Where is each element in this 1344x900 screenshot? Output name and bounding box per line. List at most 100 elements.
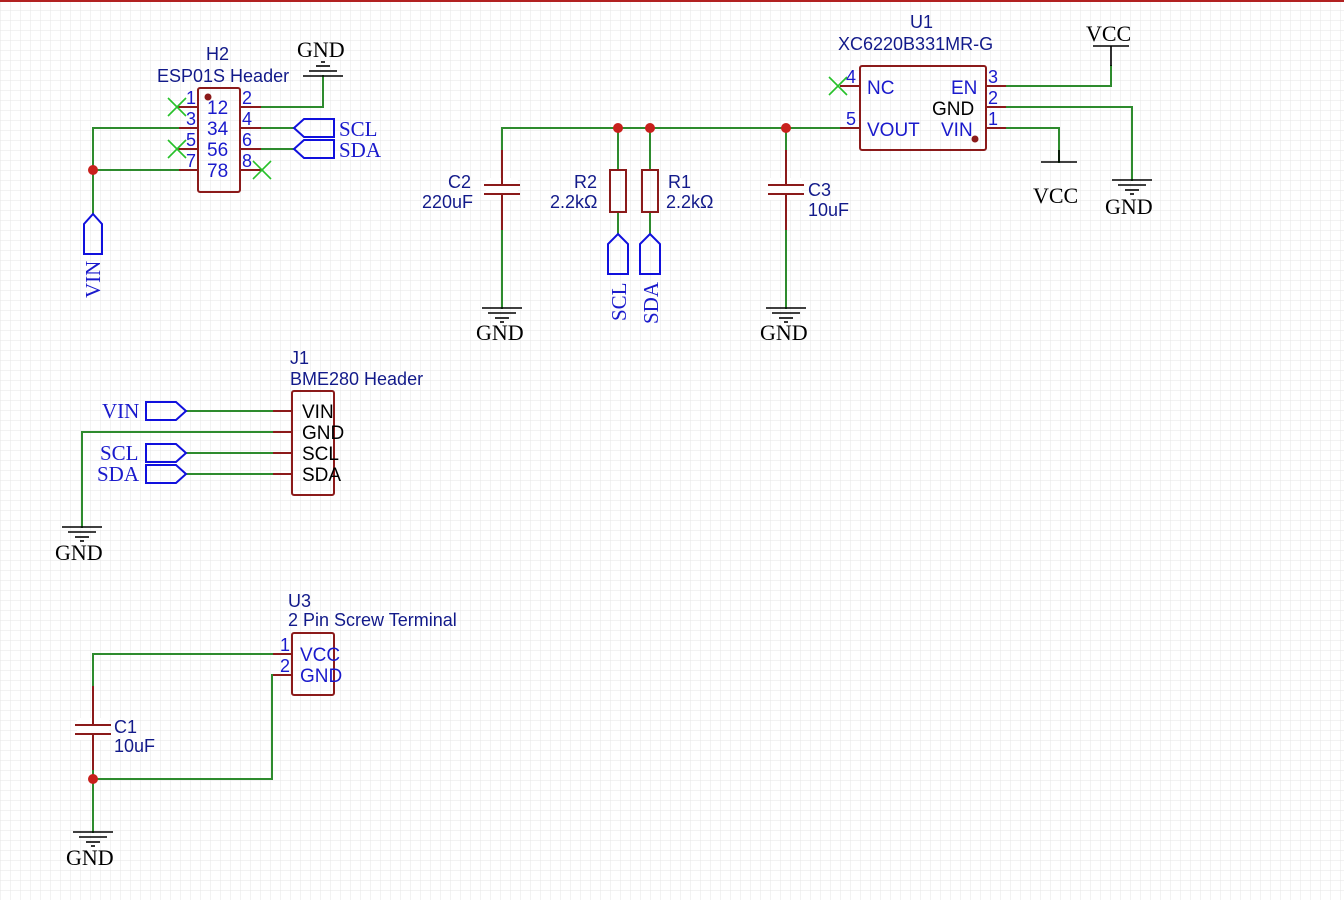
h2-pin-num-6: 6 xyxy=(242,130,252,150)
wire-h2-vin[interactable] xyxy=(92,127,179,215)
h2-row-12: 12 xyxy=(207,98,228,119)
u3-body xyxy=(291,632,335,696)
j1-wires xyxy=(81,410,273,528)
u1-designator: U1 xyxy=(910,12,933,32)
c2-designator: C2 xyxy=(448,172,471,192)
vcc-symbol-vin: VCC xyxy=(1033,150,1078,208)
wire-j1-gnd[interactable] xyxy=(81,431,273,528)
h2-pin-num-3: 3 xyxy=(186,109,196,129)
u1-pin-num-3: 3 xyxy=(988,67,998,87)
gnd-symbol-h2: GND xyxy=(297,37,345,77)
junction-r2 xyxy=(613,123,623,133)
wire-u3-vcc[interactable] xyxy=(92,653,273,687)
gnd-label-u1: GND xyxy=(1105,194,1153,219)
gnd-symbol-j1: GND xyxy=(55,526,103,565)
u3-pin-name-vcc: VCC xyxy=(300,645,340,666)
net-flag-sda-h2[interactable]: SDA xyxy=(292,138,382,162)
h2-pin-num-2: 2 xyxy=(242,88,252,108)
u1-pin-name-en: EN xyxy=(951,78,977,99)
r2-value: 2.2kΩ xyxy=(550,192,597,212)
net-flag-scl-j1-label: SCL xyxy=(100,441,139,465)
junction-c1-gnd xyxy=(88,774,98,784)
net-flag-sda-j1[interactable]: SDA xyxy=(97,462,188,486)
c1-capacitor[interactable]: C1 10uF xyxy=(75,686,155,770)
wire-u3-gnd[interactable] xyxy=(92,674,273,780)
no-connect-u1-nc-icon xyxy=(828,76,848,96)
r2-resistor[interactable]: R2 2.2kΩ xyxy=(550,169,627,213)
vcc-label-en: VCC xyxy=(1086,21,1131,46)
u1-pin-name-vin: VIN xyxy=(941,120,973,141)
c3-designator: C3 xyxy=(808,180,831,200)
h2-row-56: 56 xyxy=(207,140,228,161)
net-flag-scl-j1[interactable]: SCL xyxy=(100,441,188,465)
u1-pin-name-gnd: GND xyxy=(932,99,974,120)
h2-wires xyxy=(88,75,324,215)
j1-bme280-header[interactable]: J1 BME280 Header VIN GND SCL SDA xyxy=(272,348,423,496)
u3-designator: U3 xyxy=(288,591,311,611)
c1-designator: C1 xyxy=(114,717,137,737)
h2-value: ESP01S Header xyxy=(157,66,289,86)
net-flag-vin-j1-label: VIN xyxy=(102,399,139,423)
u3-pin-num-1: 1 xyxy=(280,635,290,655)
h2-pin-num-7: 7 xyxy=(186,151,196,171)
u1-pin1-marker xyxy=(971,135,979,143)
u1-pin-num-5: 5 xyxy=(846,109,856,129)
u1-pin-num-4: 4 xyxy=(846,67,856,87)
net-flag-vin-h2-label: VIN xyxy=(81,261,105,298)
c3-capacitor[interactable]: C3 10uF xyxy=(768,150,849,230)
j1-pin-name-gnd: GND xyxy=(302,423,344,444)
gnd-symbol-c3: GND xyxy=(760,307,808,345)
h2-body xyxy=(197,87,241,193)
j1-pin-name-sda: SDA xyxy=(302,465,341,486)
net-flag-sda-j1-label: SDA xyxy=(97,462,140,486)
r1-designator: R1 xyxy=(668,172,691,192)
h2-pin-num-5: 5 xyxy=(186,130,196,150)
gnd-symbol-c1: GND xyxy=(66,831,114,870)
h2-row-78: 78 xyxy=(207,161,228,182)
gnd-symbol-u1: GND xyxy=(1105,179,1153,219)
h2-no-connect-marks xyxy=(167,97,272,180)
wire-h2-gnd[interactable] xyxy=(261,75,324,108)
u1-regulator[interactable]: U1 XC6220B331MR-G 4 5 3 2 1 NC VOUT EN G… xyxy=(828,12,1006,151)
u3-wires xyxy=(88,653,273,833)
net-flag-vin-j1[interactable]: VIN xyxy=(102,399,188,423)
h2-esp01s-header[interactable]: H2 ESP01S Header 1 3 5 7 2 4 6 8 12 34 5… xyxy=(157,44,289,193)
gnd-label-c1: GND xyxy=(66,845,114,870)
j1-value: BME280 Header xyxy=(290,369,423,389)
net-flag-scl-pullup[interactable]: SCL xyxy=(607,232,631,321)
wire-en-vcc[interactable] xyxy=(1005,65,1112,87)
c2-capacitor[interactable]: C2 220uF xyxy=(422,150,520,230)
h2-pin1-marker xyxy=(204,93,212,101)
u1-value: XC6220B331MR-G xyxy=(838,34,993,54)
u3-screw-terminal[interactable]: U3 2 Pin Screw Terminal 1 2 VCC GND xyxy=(272,591,457,696)
junction-r1 xyxy=(645,123,655,133)
r1-resistor[interactable]: R1 2.2kΩ xyxy=(641,169,713,213)
gnd-symbol-c2: GND xyxy=(476,307,524,345)
u1-pin-name-nc: NC xyxy=(867,78,894,99)
net-flag-scl-h2[interactable]: SCL xyxy=(292,117,378,141)
u3-pin-name-gnd: GND xyxy=(300,666,342,687)
gnd-label-h2: GND xyxy=(297,37,345,62)
j1-designator: J1 xyxy=(290,348,309,368)
gnd-label-j1: GND xyxy=(55,540,103,565)
u3-pin-num-2: 2 xyxy=(280,656,290,676)
no-connect-pin5-icon xyxy=(167,139,187,159)
u1-pin-num-2: 2 xyxy=(988,88,998,108)
r1-value: 2.2kΩ xyxy=(666,192,713,212)
c1-value: 10uF xyxy=(114,736,155,756)
junction-h2-vin xyxy=(88,165,98,175)
net-flag-vin-h2[interactable]: VIN xyxy=(81,212,105,298)
vcc-symbol-en: VCC xyxy=(1086,21,1131,66)
c3-value: 10uF xyxy=(808,200,849,220)
wire-gnd-u1[interactable] xyxy=(1005,106,1133,181)
no-connect-pin1-icon xyxy=(167,97,187,117)
gnd-label-c2: GND xyxy=(476,320,524,345)
h2-designator: H2 xyxy=(206,44,229,64)
u1-pin-num-1: 1 xyxy=(988,109,998,129)
net-flag-sda-pullup-label: SDA xyxy=(639,281,663,324)
net-flag-sda-pullup[interactable]: SDA xyxy=(639,232,663,324)
junction-c3 xyxy=(781,123,791,133)
